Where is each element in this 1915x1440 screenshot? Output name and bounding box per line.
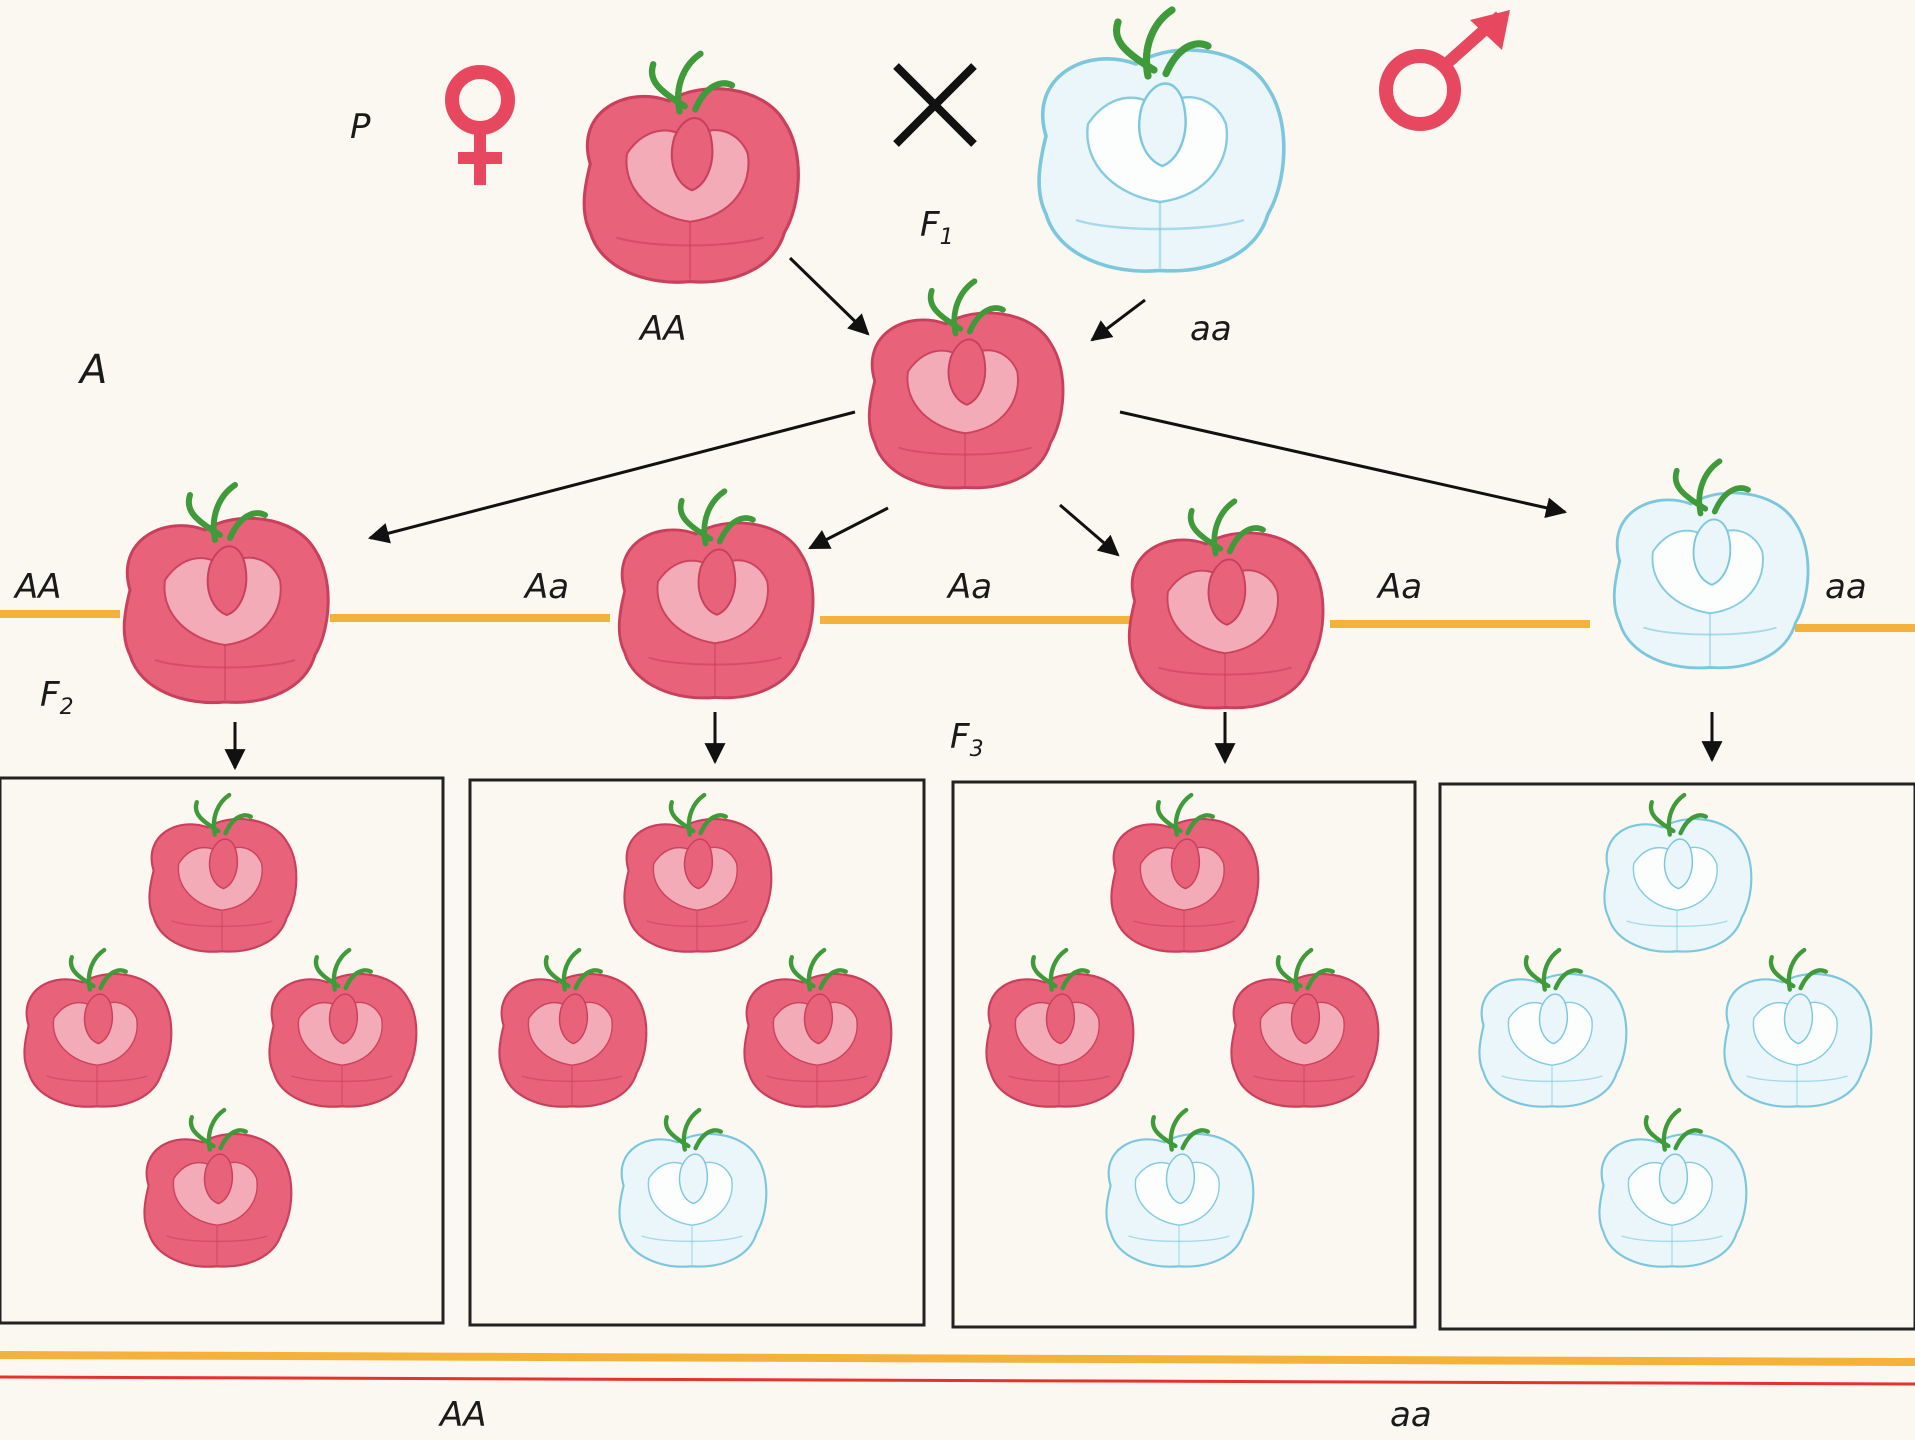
flower-f3-box4-2 [1479, 950, 1626, 1107]
flower-f3-box4-1 [1604, 795, 1751, 952]
flower-f3-box1-2 [24, 950, 171, 1107]
flower-f3-box1-4 [144, 1110, 291, 1267]
flower-f3-box1-1 [149, 795, 296, 952]
flower-f3-box1-3 [269, 950, 416, 1107]
flower-f3-box4-4 [1599, 1110, 1746, 1267]
flower-f3-box2-1 [624, 795, 771, 952]
flower-f3-box3-1 [1111, 795, 1258, 952]
flower-parent-male [1039, 10, 1284, 271]
flower-f1 [869, 281, 1063, 488]
flower-f2-4 [1614, 461, 1808, 668]
flower-parent-female [584, 54, 798, 282]
flower-f3-box2-3 [744, 950, 891, 1107]
flower-f3-box3-4 [1106, 1110, 1253, 1267]
flower-f3-box3-3 [1231, 950, 1378, 1107]
flower-f2-2 [619, 491, 813, 698]
flower-f2-3 [1129, 501, 1323, 708]
flower-f3-box4-3 [1724, 950, 1871, 1107]
flower-f3-box3-2 [986, 950, 1133, 1107]
flower-f3-box2-2 [499, 950, 646, 1107]
flower-f3-box2-4 [619, 1110, 766, 1267]
flower-f2-1 [124, 485, 328, 703]
